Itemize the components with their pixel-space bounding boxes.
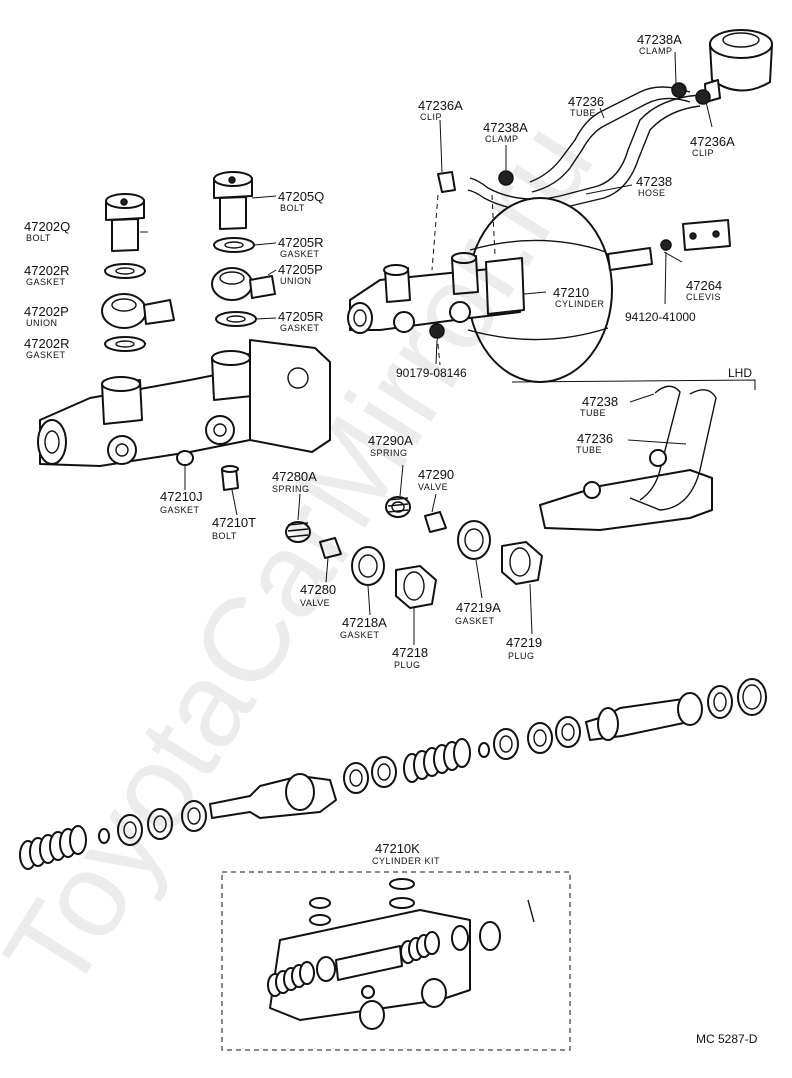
clamps: [437, 82, 711, 193]
label-47210-name: CYLINDER: [555, 299, 605, 309]
label-94120-41000: 94120-41000: [625, 310, 696, 324]
label-lhd-47238-name: TUBE: [580, 408, 606, 418]
label-47236-number: 47236: [568, 94, 604, 109]
label-47290A-name: SPRING: [370, 448, 408, 458]
label-90179-08146: 90179-08146: [396, 366, 467, 380]
label-47210J-number: 47210J: [160, 489, 203, 504]
label-47210-number: 47210: [553, 285, 589, 300]
leader-lines: [140, 51, 713, 645]
label-lhd: LHD: [728, 366, 752, 380]
cylinder-kit-box: [221, 871, 571, 1051]
union-47205P: [211, 267, 276, 301]
label-47210K-number: 47210K: [375, 841, 420, 856]
label-47290-name: VALVE: [418, 482, 448, 492]
label-47238-number: 47238: [636, 174, 672, 189]
label-47264-name: CLEVIS: [686, 292, 721, 302]
label-47236A-right-name: CLIP: [692, 148, 714, 158]
valve-springs-plugs: [285, 496, 543, 609]
label-47218A-name: GASKET: [340, 630, 380, 640]
label-47210T-number: 47210T: [212, 515, 256, 530]
label-47202R-b-number: 47202R: [24, 336, 70, 351]
label-47280A-number: 47280A: [272, 469, 317, 484]
label-47205Q-name: BOLT: [280, 203, 305, 213]
label-47218-number: 47218: [392, 645, 428, 660]
label-47219A-name: GASKET: [455, 616, 495, 626]
label-47238A-number: 47238A: [637, 32, 682, 47]
label-47236A-right-number: 47236A: [690, 134, 735, 149]
label-47238A-mid-number: 47238A: [483, 120, 528, 135]
label-47238-name: HOSE: [638, 188, 666, 198]
internal-parts-row: [19, 678, 767, 870]
label-47218A-number: 47218A: [342, 615, 387, 630]
label-47264-number: 47264: [686, 278, 722, 293]
label-47205R-b-number: 47205R: [278, 309, 324, 324]
label-47219-number: 47219: [506, 635, 542, 650]
label-47236-name: TUBE: [570, 108, 596, 118]
label-47236A-name: CLIP: [420, 112, 442, 122]
label-47290A-number: 47290A: [368, 433, 413, 448]
label-47210T-name: BOLT: [212, 531, 237, 541]
bolt-47202Q: [105, 193, 145, 252]
label-47205P-number: 47205P: [278, 262, 323, 277]
diagram-reference-code: MC 5287-D: [696, 1032, 758, 1046]
lhd-inset: [511, 379, 756, 531]
label-47238A-mid-name: CLAMP: [485, 134, 519, 144]
label-47219A-number: 47219A: [456, 600, 501, 615]
label-47236A-number: 47236A: [418, 98, 463, 113]
label-47280-name: VALVE: [300, 598, 330, 608]
label-lhd-47236-name: TUBE: [576, 445, 602, 455]
label-47205R-b-name: GASKET: [280, 323, 320, 333]
label-47280A-name: SPRING: [272, 484, 310, 494]
label-47202Q-name: BOLT: [26, 233, 51, 243]
label-47202R-a-number: 47202R: [24, 263, 70, 278]
label-47219-name: PLUG: [508, 651, 535, 661]
reservoir: [704, 29, 773, 103]
label-47205Q-number: 47205Q: [278, 189, 324, 204]
tube-47236: [467, 86, 701, 212]
label-47238A-name: CLAMP: [639, 46, 673, 56]
label-47202P-name: UNION: [26, 318, 58, 328]
label-47205P-name: UNION: [280, 276, 312, 286]
bolt-47205Q: [213, 171, 253, 230]
callout-labels: 47238A CLAMP 47236 TUBE 47236A CLIP 4723…: [24, 32, 758, 1046]
label-47210J-name: GASKET: [160, 505, 200, 515]
label-lhd-47238-number: 47238: [582, 394, 618, 409]
label-47205R-a-number: 47205R: [278, 235, 324, 250]
label-47202R-b-name: GASKET: [26, 350, 66, 360]
label-47202Q-number: 47202Q: [24, 219, 70, 234]
label-47202P-number: 47202P: [24, 304, 69, 319]
master-cylinder-47210: [347, 194, 525, 366]
label-47205R-a-name: GASKET: [280, 249, 320, 259]
label-lhd-47236-number: 47236: [577, 431, 613, 446]
label-47290-number: 47290: [418, 467, 454, 482]
union-47202P: [101, 293, 175, 329]
label-47280-number: 47280: [300, 582, 336, 597]
small-parts-47210J-47210T: [176, 450, 239, 491]
label-47210K-name: CYLINDER KIT: [372, 856, 440, 866]
cylinder-body: [37, 339, 331, 467]
label-47218-name: PLUG: [394, 660, 421, 670]
label-47202R-a-name: GASKET: [26, 277, 66, 287]
